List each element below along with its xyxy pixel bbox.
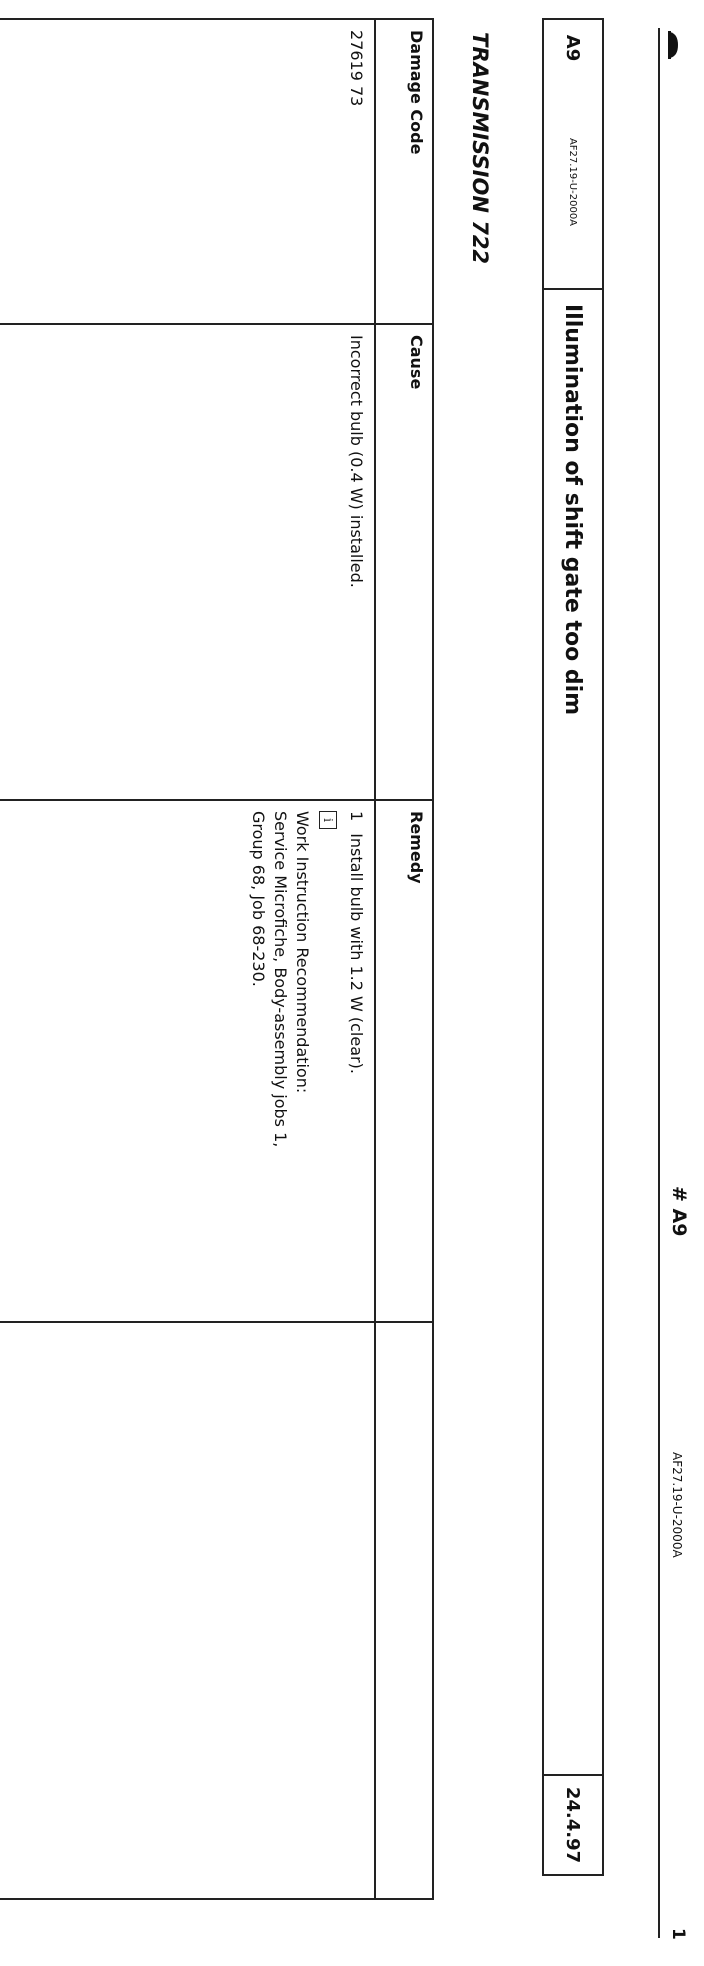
title-date: 24.4.97	[562, 1786, 584, 1864]
document-code: AF27.19-U-2000A	[670, 1452, 684, 1558]
cause-header: Cause	[375, 324, 433, 800]
note-line: Group 68, Job 68-230.	[249, 811, 268, 987]
cause-cell: Incorrect bulb (0.4 W) installed.	[0, 324, 375, 800]
work-instruction-note: Work Instruction Recommendation: Service…	[247, 811, 313, 1311]
reference-id: # A9	[668, 1186, 690, 1237]
section-title: TRANSMISSION 722	[468, 32, 492, 265]
remedy-header: Remedy	[375, 800, 433, 1322]
fault-table: Damage Code Cause Remedy 27619 73 Incorr…	[0, 18, 434, 1900]
header-rule	[658, 28, 660, 1938]
table-header-row: Damage Code Cause Remedy	[375, 19, 433, 1899]
remedy-step-number: 1	[347, 811, 366, 822]
title-bar: A9 AF27.19-U-2000A Illumination of shift…	[542, 18, 604, 1876]
page-number: 1	[668, 1928, 688, 1940]
damage-code-header: Damage Code	[375, 19, 433, 324]
remedy-cell: 1 Install bulb with 1.2 W (clear). i Wor…	[0, 800, 375, 1322]
note-line: Work Instruction Recommendation:	[293, 811, 312, 1094]
remedy-step-text: Install bulb with 1.2 W (clear).	[347, 833, 366, 1074]
empty-cell	[0, 1322, 375, 1899]
empty-header	[375, 1322, 433, 1899]
page-title: Illumination of shift gate too dim	[544, 288, 602, 1776]
logo-icon	[668, 31, 678, 59]
remedy-step: 1 Install bulb with 1.2 W (clear).	[347, 811, 366, 1311]
title-code: AF27.19-U-2000A	[567, 137, 579, 227]
damage-code-cell: 27619 73	[0, 19, 375, 324]
info-icon: i	[319, 811, 337, 829]
table-row: 27619 73 Incorrect bulb (0.4 W) installe…	[0, 19, 375, 1899]
note-line: Service Microfiche, Body-assembly jobs 1…	[271, 811, 290, 1148]
title-id: A9	[562, 34, 584, 62]
